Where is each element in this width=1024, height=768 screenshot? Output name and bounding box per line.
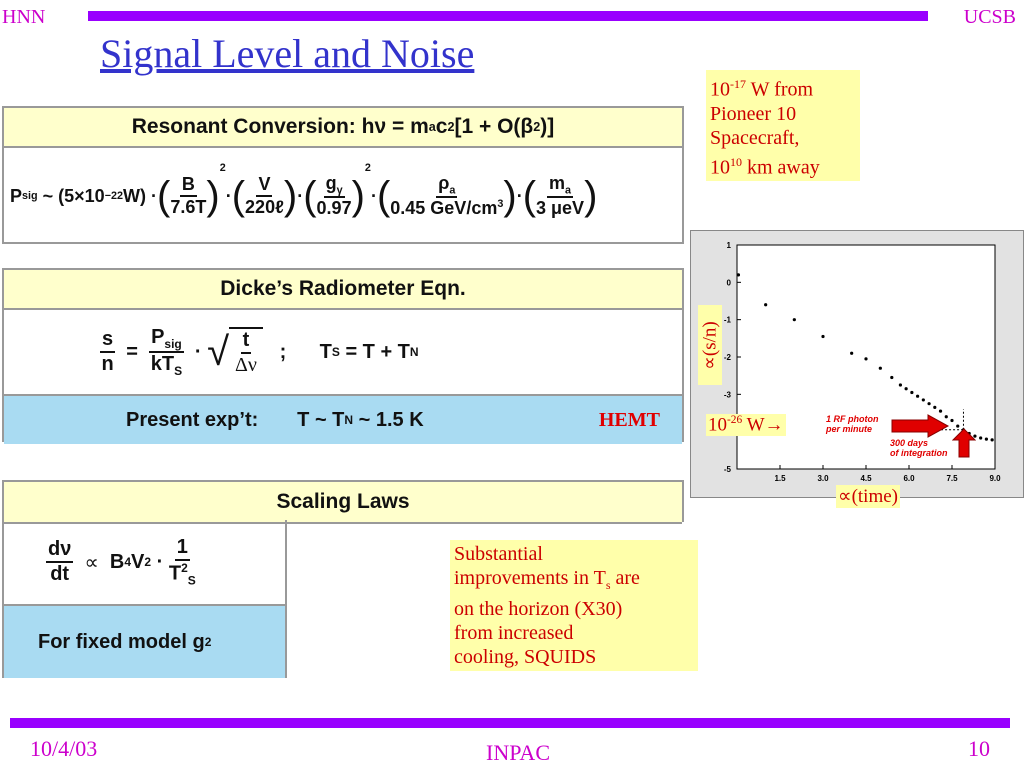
data-point (938, 409, 943, 413)
y-tick-label: -1 (724, 316, 732, 325)
header-right: UCSB (963, 6, 1016, 28)
scaling-box: Scaling Laws (2, 480, 684, 524)
y-tick-label: -2 (724, 353, 732, 362)
x-tick-label: 6.0 (903, 474, 915, 483)
data-point (764, 303, 768, 307)
x-tick-label: 1.5 (774, 474, 786, 483)
page-title: Signal Level and Noise (100, 31, 475, 76)
y-tick-label: 0 (727, 278, 732, 287)
x-tick-label: 9.0 (989, 474, 1001, 483)
data-point (898, 383, 902, 387)
data-point (927, 402, 931, 406)
data-point (973, 434, 977, 438)
y-axis-label: ∝(s/n) (699, 320, 721, 370)
header-left: HNN (2, 6, 46, 28)
y-tick-label: -3 (724, 390, 732, 399)
header-bar (88, 11, 928, 21)
y-axis-label-box: ∝(s/n) (698, 305, 722, 385)
x-tick-label: 3.0 (817, 474, 829, 483)
data-point (990, 438, 994, 442)
data-point (984, 437, 988, 441)
data-point (956, 424, 960, 428)
up-arrow-icon (952, 428, 976, 458)
scatter-chart: 10-1-2-3-4-51.53.04.56.07.59.0 (724, 241, 1001, 483)
data-point (878, 366, 882, 370)
data-point (864, 357, 868, 361)
y-tick-label: 1 (727, 241, 732, 250)
right-arrow-icon (891, 414, 950, 438)
data-point (792, 318, 796, 322)
power-arrow-label: 10-26 W→ (706, 414, 786, 437)
footer-center: INPAC (486, 740, 550, 765)
integration-annotation: 300 days of integration (890, 438, 948, 458)
photon-annotation: 1 RF photon per minute (826, 414, 879, 434)
data-point (821, 334, 825, 339)
y-tick-label: -5 (724, 465, 732, 474)
improvement-note: Substantial improvements in Ts are on th… (450, 540, 698, 671)
x-axis-label: ∝(time) (836, 485, 900, 508)
data-point (950, 418, 954, 423)
x-tick-label: 4.5 (860, 474, 872, 483)
footer-bar (10, 718, 1010, 728)
data-point (736, 273, 741, 277)
x-tick-label: 7.5 (946, 474, 958, 483)
pioneer-note: 10-17 W from Pioneer 10 Spacecraft, 1010… (706, 70, 860, 182)
data-point (944, 415, 948, 419)
data-point (979, 436, 983, 440)
data-point (933, 405, 937, 409)
data-point (890, 375, 894, 380)
hemt-label: HEMT (598, 408, 660, 431)
data-point (921, 398, 925, 402)
data-point (916, 394, 920, 398)
dicke-heading: Dicke’s Radiometer Eqn. (4, 270, 682, 310)
footer-date: 10/4/03 (30, 736, 98, 761)
data-point (904, 387, 908, 391)
data-point (850, 351, 854, 355)
data-point (910, 390, 914, 395)
scaling-heading: Scaling Laws (4, 482, 682, 524)
slide-number: 10 (968, 736, 990, 761)
